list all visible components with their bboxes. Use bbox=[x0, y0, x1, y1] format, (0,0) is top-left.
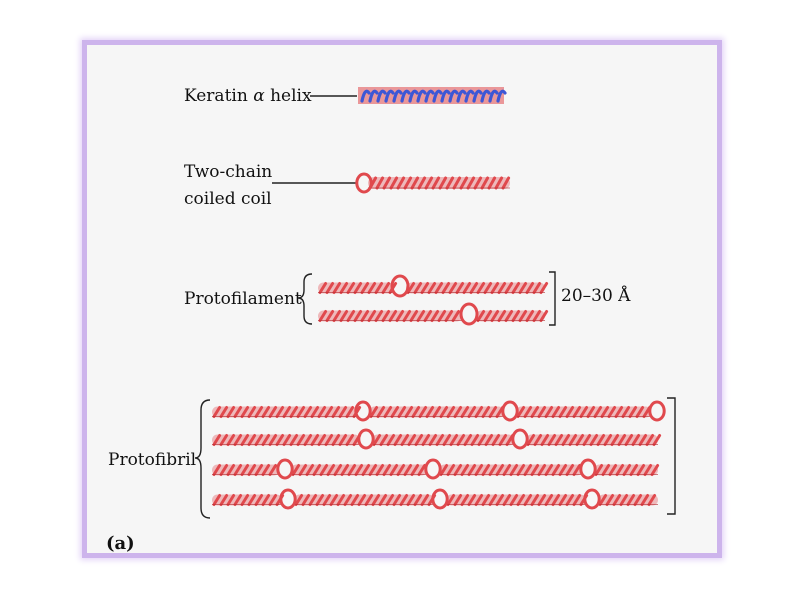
protofibril-strands bbox=[212, 400, 666, 510]
coiled-coil-strand bbox=[355, 172, 511, 194]
strand-coils bbox=[446, 494, 589, 506]
keratin-suffix: helix bbox=[270, 86, 312, 106]
figure-frame bbox=[82, 40, 722, 558]
protofibril-row2-seg3 bbox=[526, 434, 662, 446]
strand-knot bbox=[424, 458, 442, 480]
strand-coils bbox=[291, 464, 427, 476]
strand-knot bbox=[279, 488, 297, 510]
protofilament-label: Protofilament bbox=[184, 289, 302, 309]
strand-coils bbox=[212, 434, 362, 446]
strand-coils bbox=[318, 282, 398, 294]
strand-coils bbox=[212, 494, 285, 506]
two-chain-label-line1: Two-chain bbox=[184, 162, 272, 182]
keratin-helix-label: Keratin α helix bbox=[184, 86, 312, 106]
strand-knot bbox=[390, 274, 410, 298]
strand-coils bbox=[368, 176, 511, 190]
strand-knot bbox=[276, 458, 294, 480]
protofibril-row3-seg2 bbox=[291, 464, 427, 476]
strand-coils bbox=[406, 282, 549, 294]
alpha-helix-strand bbox=[358, 87, 507, 104]
protofibril-row1-seg2 bbox=[369, 406, 505, 418]
protofibril-row4-seg4 bbox=[598, 494, 658, 506]
protofilament-row2-left bbox=[318, 310, 462, 322]
protofilament-right-bracket bbox=[549, 271, 556, 326]
protofibril-row4-seg2 bbox=[294, 494, 437, 506]
protofibril-row1-seg1 bbox=[212, 406, 362, 418]
strand-knot bbox=[355, 172, 373, 194]
strand-coils bbox=[294, 494, 437, 506]
strand-knot bbox=[357, 428, 375, 450]
protofibril-row3-seg3 bbox=[439, 464, 582, 476]
protofibril-row3-seg4 bbox=[594, 464, 660, 476]
strand-knot bbox=[354, 400, 372, 422]
protofibril-right-bracket bbox=[667, 397, 676, 515]
panel-label: (a) bbox=[106, 533, 135, 554]
protofilament-left-brace bbox=[297, 273, 313, 325]
two-chain-label-line2: coiled coil bbox=[184, 189, 272, 209]
strand-coils bbox=[439, 464, 582, 476]
width-measure-label: 20–30 Å bbox=[561, 285, 631, 306]
protofibril-row3-seg1 bbox=[212, 464, 279, 476]
strand-knot bbox=[583, 488, 601, 510]
protofibril-row1-seg3 bbox=[516, 406, 652, 418]
strand-coils bbox=[212, 464, 278, 476]
strand-coils bbox=[598, 494, 657, 506]
strand-coils bbox=[318, 310, 461, 322]
protofilament-row2-right bbox=[476, 310, 549, 322]
protofibril-label: Protofibril bbox=[108, 450, 196, 470]
strand-coils bbox=[372, 434, 515, 446]
strand-knot bbox=[511, 428, 529, 450]
strand-coils bbox=[516, 406, 652, 418]
strand-knot bbox=[579, 458, 597, 480]
helix-turns bbox=[360, 89, 507, 103]
keratin-alpha-symbol: α bbox=[253, 86, 265, 106]
protofibril-row2-seg2 bbox=[372, 434, 515, 446]
strand-coils bbox=[526, 434, 662, 446]
protofibril-left-brace bbox=[194, 399, 211, 519]
strand-knot bbox=[431, 488, 449, 510]
protofilament-strands bbox=[318, 274, 549, 326]
strand-knot bbox=[459, 302, 479, 326]
protofibril-row4-seg3 bbox=[446, 494, 589, 506]
strand-coils bbox=[212, 406, 362, 418]
coiled-coil-body bbox=[368, 176, 511, 190]
keratin-prefix: Keratin bbox=[184, 86, 248, 106]
strand-coils bbox=[369, 406, 505, 418]
strand-knot bbox=[501, 400, 519, 422]
strand-coils bbox=[594, 464, 660, 476]
strand-knot bbox=[648, 400, 666, 422]
strand-coils bbox=[476, 310, 549, 322]
protofibril-row2-seg1 bbox=[212, 434, 362, 446]
protofilament-row1-left bbox=[318, 282, 398, 294]
protofilament-row1-right bbox=[406, 282, 549, 294]
protofibril-row4-seg1 bbox=[212, 494, 285, 506]
